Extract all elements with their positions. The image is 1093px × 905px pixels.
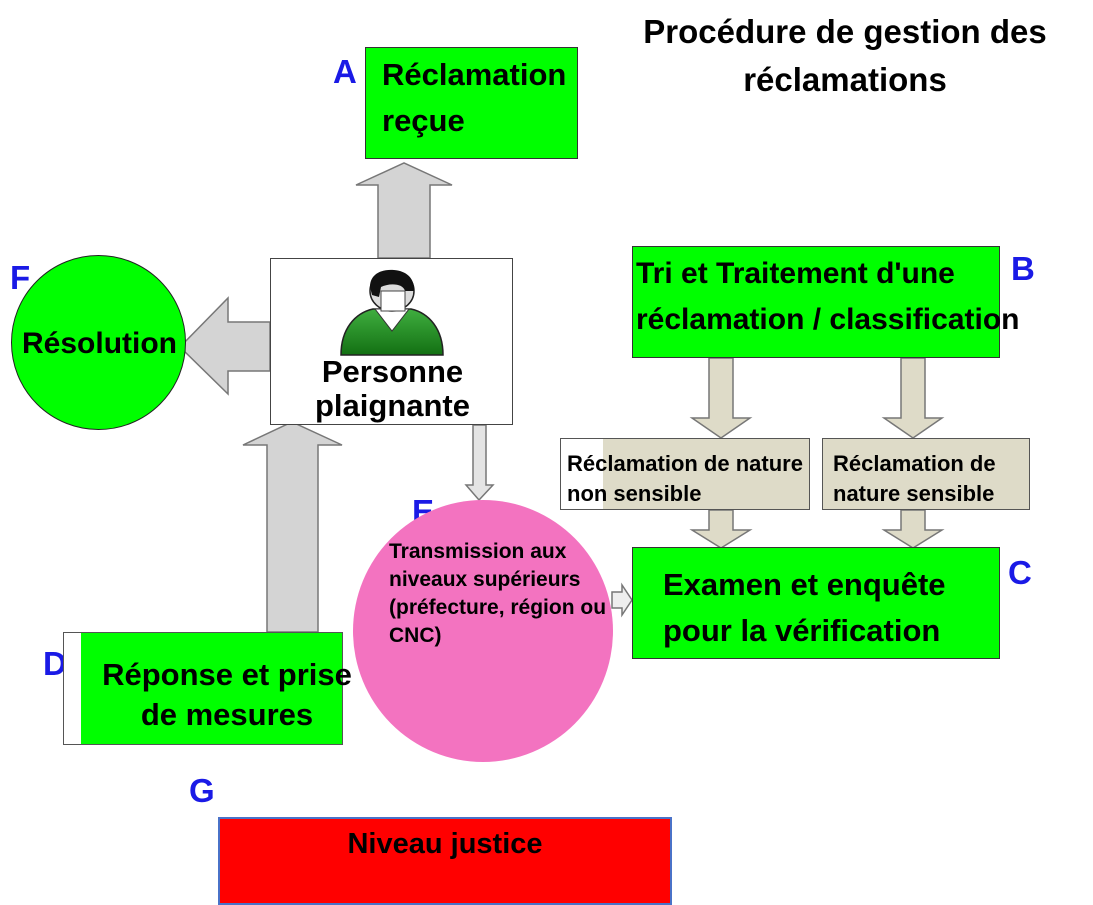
node-niveau-justice: Niveau justice <box>218 817 672 905</box>
node-examen-enquete-text: Examen et enquête pour la vérification <box>663 567 946 648</box>
node-transmission-text: Transmission aux niveaux supérieurs (pré… <box>389 540 607 647</box>
label-c: C <box>1008 554 1032 591</box>
person-icon <box>340 269 444 356</box>
node-non-sensible: Réclamation de nature non sensible <box>560 438 810 510</box>
node-examen-enquete: Examen et enquête pour la vérification <box>632 547 1000 659</box>
label-a: A <box>333 53 357 90</box>
label-d: D <box>43 645 67 682</box>
node-tri-traitement-text: Tri et Traitement d'une réclamation / cl… <box>636 257 1020 336</box>
arrow-triage-to-non-sensitive <box>689 357 753 439</box>
node-sensible-text: Réclamation de nature sensible <box>833 451 996 506</box>
label-g: G <box>189 772 215 809</box>
arrow-person-to-transmission <box>464 424 495 502</box>
node-personne-plaignante-text: Personne plaignante <box>314 354 470 423</box>
arrow-response-to-person <box>242 421 343 633</box>
node-non-sensible-text: Réclamation de nature non sensible <box>567 451 803 506</box>
arrow-person-to-resolution <box>178 296 271 396</box>
node-reclamation-recue: Réclamation reçue <box>365 47 578 159</box>
node-transmission <box>353 500 613 762</box>
arrow-transmission-to-examination <box>611 582 633 618</box>
arrow-non-sensitive-to-examination <box>689 509 753 549</box>
arrow-sensitive-to-examination <box>881 509 945 549</box>
node-reponse-mesures-text: Réponse et prise de mesures <box>102 657 352 732</box>
arrow-person-to-reclamation <box>355 162 453 259</box>
node-resolution-text: Résolution <box>22 327 177 360</box>
node-personne-plaignante: Personne plaignante <box>270 258 513 425</box>
node-resolution <box>11 255 186 430</box>
node-reclamation-recue-text: Réclamation reçue <box>382 57 567 138</box>
node-niveau-justice-text: Niveau justice <box>347 828 543 860</box>
page-title: Procédure de gestion des réclamations <box>643 13 1047 98</box>
node-sensible: Réclamation de nature sensible <box>822 438 1030 510</box>
node-reponse-mesures <box>63 632 343 745</box>
node-tri-traitement <box>632 246 1000 358</box>
label-f: F <box>10 259 31 296</box>
arrow-triage-to-sensitive <box>881 357 945 439</box>
label-b: B <box>1011 250 1035 287</box>
